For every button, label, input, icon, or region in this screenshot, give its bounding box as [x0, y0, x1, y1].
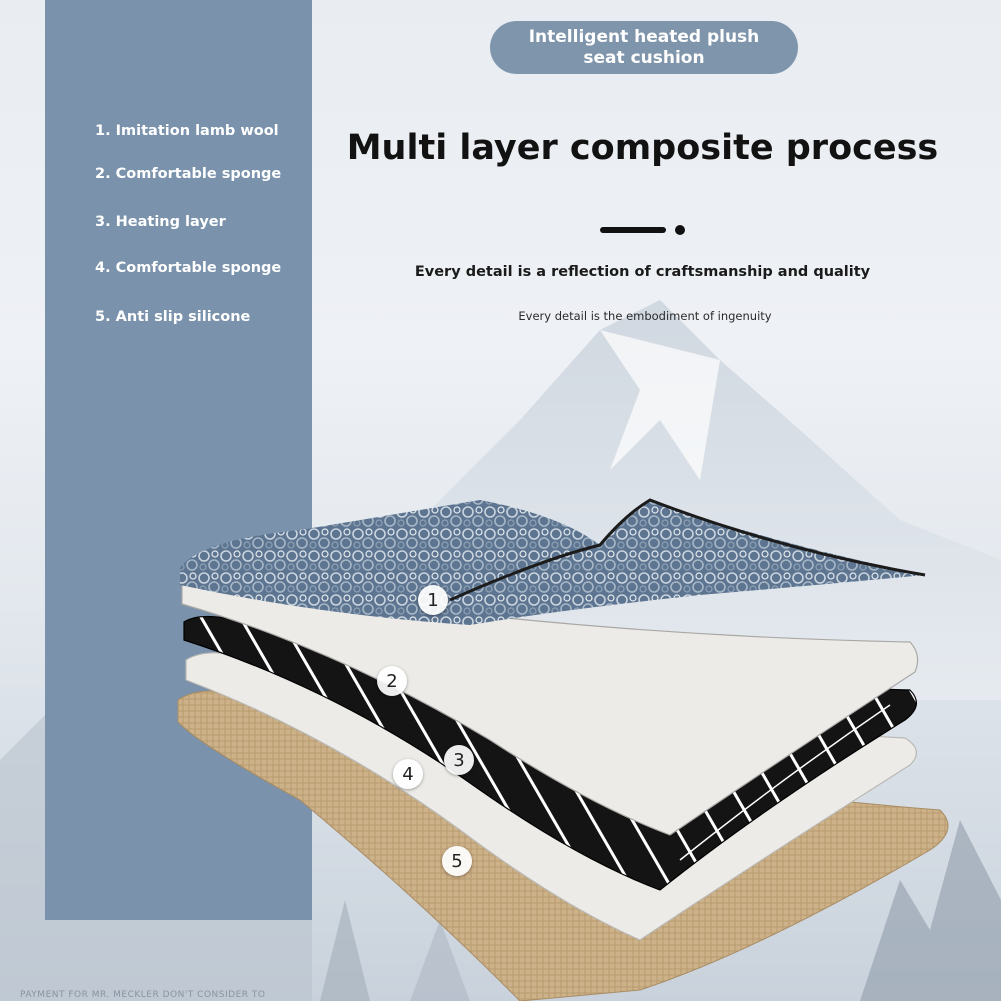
footer-text: PAYMENT FOR MR. MECKLER DON'T CONSIDER T… [20, 990, 266, 1000]
product-banner-text: Intelligent heated plush seat cushion [528, 26, 760, 68]
layer-marker-1: 1 [418, 585, 448, 615]
decorative-dot [675, 225, 685, 235]
layer-marker-5: 5 [442, 846, 472, 876]
subheading: Every detail is a reflection of craftsma… [414, 264, 871, 280]
layer-legend-item: 4. Comfortable sponge [95, 260, 282, 276]
product-banner: Intelligent heated plush seat cushion [490, 21, 798, 74]
layer-legend-item: 3. Heating layer [95, 214, 226, 230]
layer-marker-4: 4 [393, 759, 423, 789]
layer-legend-item: 1. Imitation lamb wool [95, 123, 279, 139]
layer-legend-item: 2. Comfortable sponge [95, 166, 282, 182]
layer-marker-3: 3 [444, 745, 474, 775]
layer-legend-item: 5. Anti slip silicone [95, 309, 251, 325]
page-title: Multi layer composite process [346, 128, 939, 168]
subnote: Every detail is the embodiment of ingenu… [518, 309, 772, 323]
layer-legend-list: 1. Imitation lamb wool 2. Comfortable sp… [95, 122, 295, 327]
decorative-dash [600, 227, 666, 233]
layer-marker-2: 2 [377, 666, 407, 696]
